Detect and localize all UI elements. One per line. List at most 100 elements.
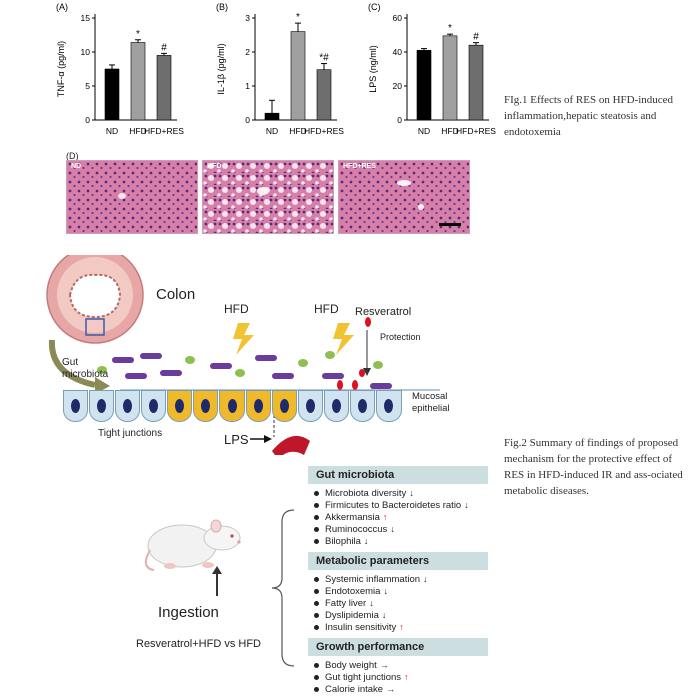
bullet-icon — [314, 662, 319, 668]
cell-nucleus — [384, 399, 394, 413]
bacteria-icons — [112, 353, 392, 389]
summary-list-item: Bilophila↓ — [314, 535, 488, 547]
cell-nucleus — [358, 399, 368, 413]
summary-item-text: Calorie intake — [325, 683, 384, 695]
x-tick-label: HFD+RES — [456, 126, 496, 136]
arrow-head-icon — [95, 377, 110, 394]
down-arrow-icon: ↓ — [409, 488, 414, 498]
cell-nucleus — [227, 399, 237, 413]
panel-letter-d: (D) — [66, 151, 79, 161]
right-arrow-icon: → — [379, 660, 389, 670]
summary-item-text: Ruminococcus — [325, 523, 388, 535]
lightning-icon — [233, 323, 254, 355]
histology-texture — [339, 161, 469, 233]
y-axis-label: TNF-α (pg/ml) — [56, 41, 66, 97]
summary-list-item: Firmicutes to Bacteroidetes ratio↓ — [314, 499, 488, 511]
summary-item-text: Body weight — [325, 659, 377, 671]
cell-nucleus — [253, 399, 263, 413]
protection-arrow-icon — [363, 368, 371, 376]
cell-nucleus — [70, 399, 80, 413]
bar — [264, 112, 280, 121]
down-arrow-icon: ↓ — [381, 610, 387, 620]
y-tick-label: 0 — [85, 115, 90, 125]
hfd-label-2: HFD — [314, 302, 339, 316]
blood-vessel-icon — [272, 435, 310, 455]
bullet-icon — [314, 502, 319, 508]
summary-item-text: Bilophila — [325, 535, 361, 547]
tight-junctions-label: Tight junctions — [98, 428, 163, 439]
cell-nucleus — [149, 399, 159, 413]
x-tick-label: HFD — [129, 126, 146, 136]
y-tick-label: 1 — [245, 81, 250, 91]
histology-texture — [67, 161, 197, 233]
summary-item-text: Fatty liver — [325, 597, 367, 609]
y-tick-label: 20 — [393, 81, 403, 91]
summary-bracket — [271, 509, 295, 667]
summary-item-text: Gut tight junctions — [325, 671, 402, 683]
y-tick-label: 15 — [81, 13, 91, 23]
epithelial-cell — [114, 390, 140, 422]
epithelial-cell — [219, 390, 245, 422]
resveratrol-drop-icon — [365, 317, 371, 327]
cell-nucleus — [332, 399, 342, 413]
histology-label-nd: ND — [71, 163, 82, 170]
bullet-icon — [314, 538, 319, 544]
cell-nucleus — [122, 399, 132, 413]
comparison-label: Resveratrol+HFD vs HFD — [136, 638, 261, 650]
bullet-icon — [314, 600, 319, 606]
summary-list-item: Microbiota diversity↓ — [314, 487, 488, 499]
histology-label-hfd-res: HFD+RES — [343, 163, 376, 170]
bar — [468, 44, 484, 121]
summary-list-item: Endotoxemia↓ — [314, 585, 488, 597]
rat-illustration — [144, 519, 241, 571]
summary-list-item: Ruminococcus↓ — [314, 523, 488, 535]
summary-section-title: Growth performance — [308, 638, 488, 656]
summary-list-item: Insulin sensitivity↑ — [314, 621, 488, 633]
epithelial-cell — [193, 390, 219, 422]
mucosal-epithelial-label: Mucosal epithelial — [412, 391, 450, 414]
significance-mark: * — [296, 12, 300, 23]
epithelial-cell-row — [62, 390, 402, 422]
colon-illustration — [46, 255, 144, 344]
cell-nucleus — [96, 399, 106, 413]
colon-label: Colon — [156, 286, 196, 303]
significance-mark: *# — [319, 53, 329, 64]
gut-mechanism-diagram — [46, 255, 440, 455]
epithelial-cell — [167, 390, 193, 422]
summary-list-item: Systemic inflammation↓ — [314, 573, 488, 585]
y-tick-label: 10 — [81, 47, 91, 57]
bullet-icon — [314, 686, 319, 692]
epithelial-cell — [376, 390, 402, 422]
bar — [442, 35, 458, 121]
bullet-icon — [314, 612, 319, 618]
down-arrow-icon: ↓ — [369, 598, 374, 608]
ingestion-arrow-icon — [212, 566, 222, 574]
panel-letter: (B) — [216, 2, 228, 12]
histology-image-hfd: HFD — [202, 160, 334, 234]
x-tick-label: HFD+RES — [144, 126, 184, 136]
ingestion-label: Ingestion — [158, 604, 219, 621]
epithelial-cell — [245, 390, 271, 422]
bar — [104, 68, 120, 121]
significance-mark: * — [448, 23, 452, 34]
y-tick-label: 3 — [245, 13, 250, 23]
epithelial-cell — [350, 390, 376, 422]
y-tick-label: 0 — [397, 115, 402, 125]
bullet-icon — [314, 490, 319, 496]
y-tick-label: 0 — [245, 115, 250, 125]
x-tick-label: ND — [106, 126, 118, 136]
y-tick-label: 40 — [393, 47, 403, 57]
epithelial-cell — [271, 390, 297, 422]
summary-list: Systemic inflammation↓Endotoxemia↓Fatty … — [308, 570, 488, 636]
y-axis-label: LPS (ng/ml) — [368, 45, 378, 93]
protection-label: Protection — [380, 332, 421, 342]
histology-label-hfd: HFD — [207, 163, 222, 170]
bar — [130, 42, 146, 121]
down-arrow-icon: ↓ — [423, 574, 428, 584]
epithelial-cell — [297, 390, 324, 422]
panel-letter: (A) — [56, 2, 68, 12]
lightning-icon — [333, 323, 354, 355]
significance-mark: * — [136, 29, 140, 40]
up-arrow-icon: ↑ — [404, 672, 409, 682]
